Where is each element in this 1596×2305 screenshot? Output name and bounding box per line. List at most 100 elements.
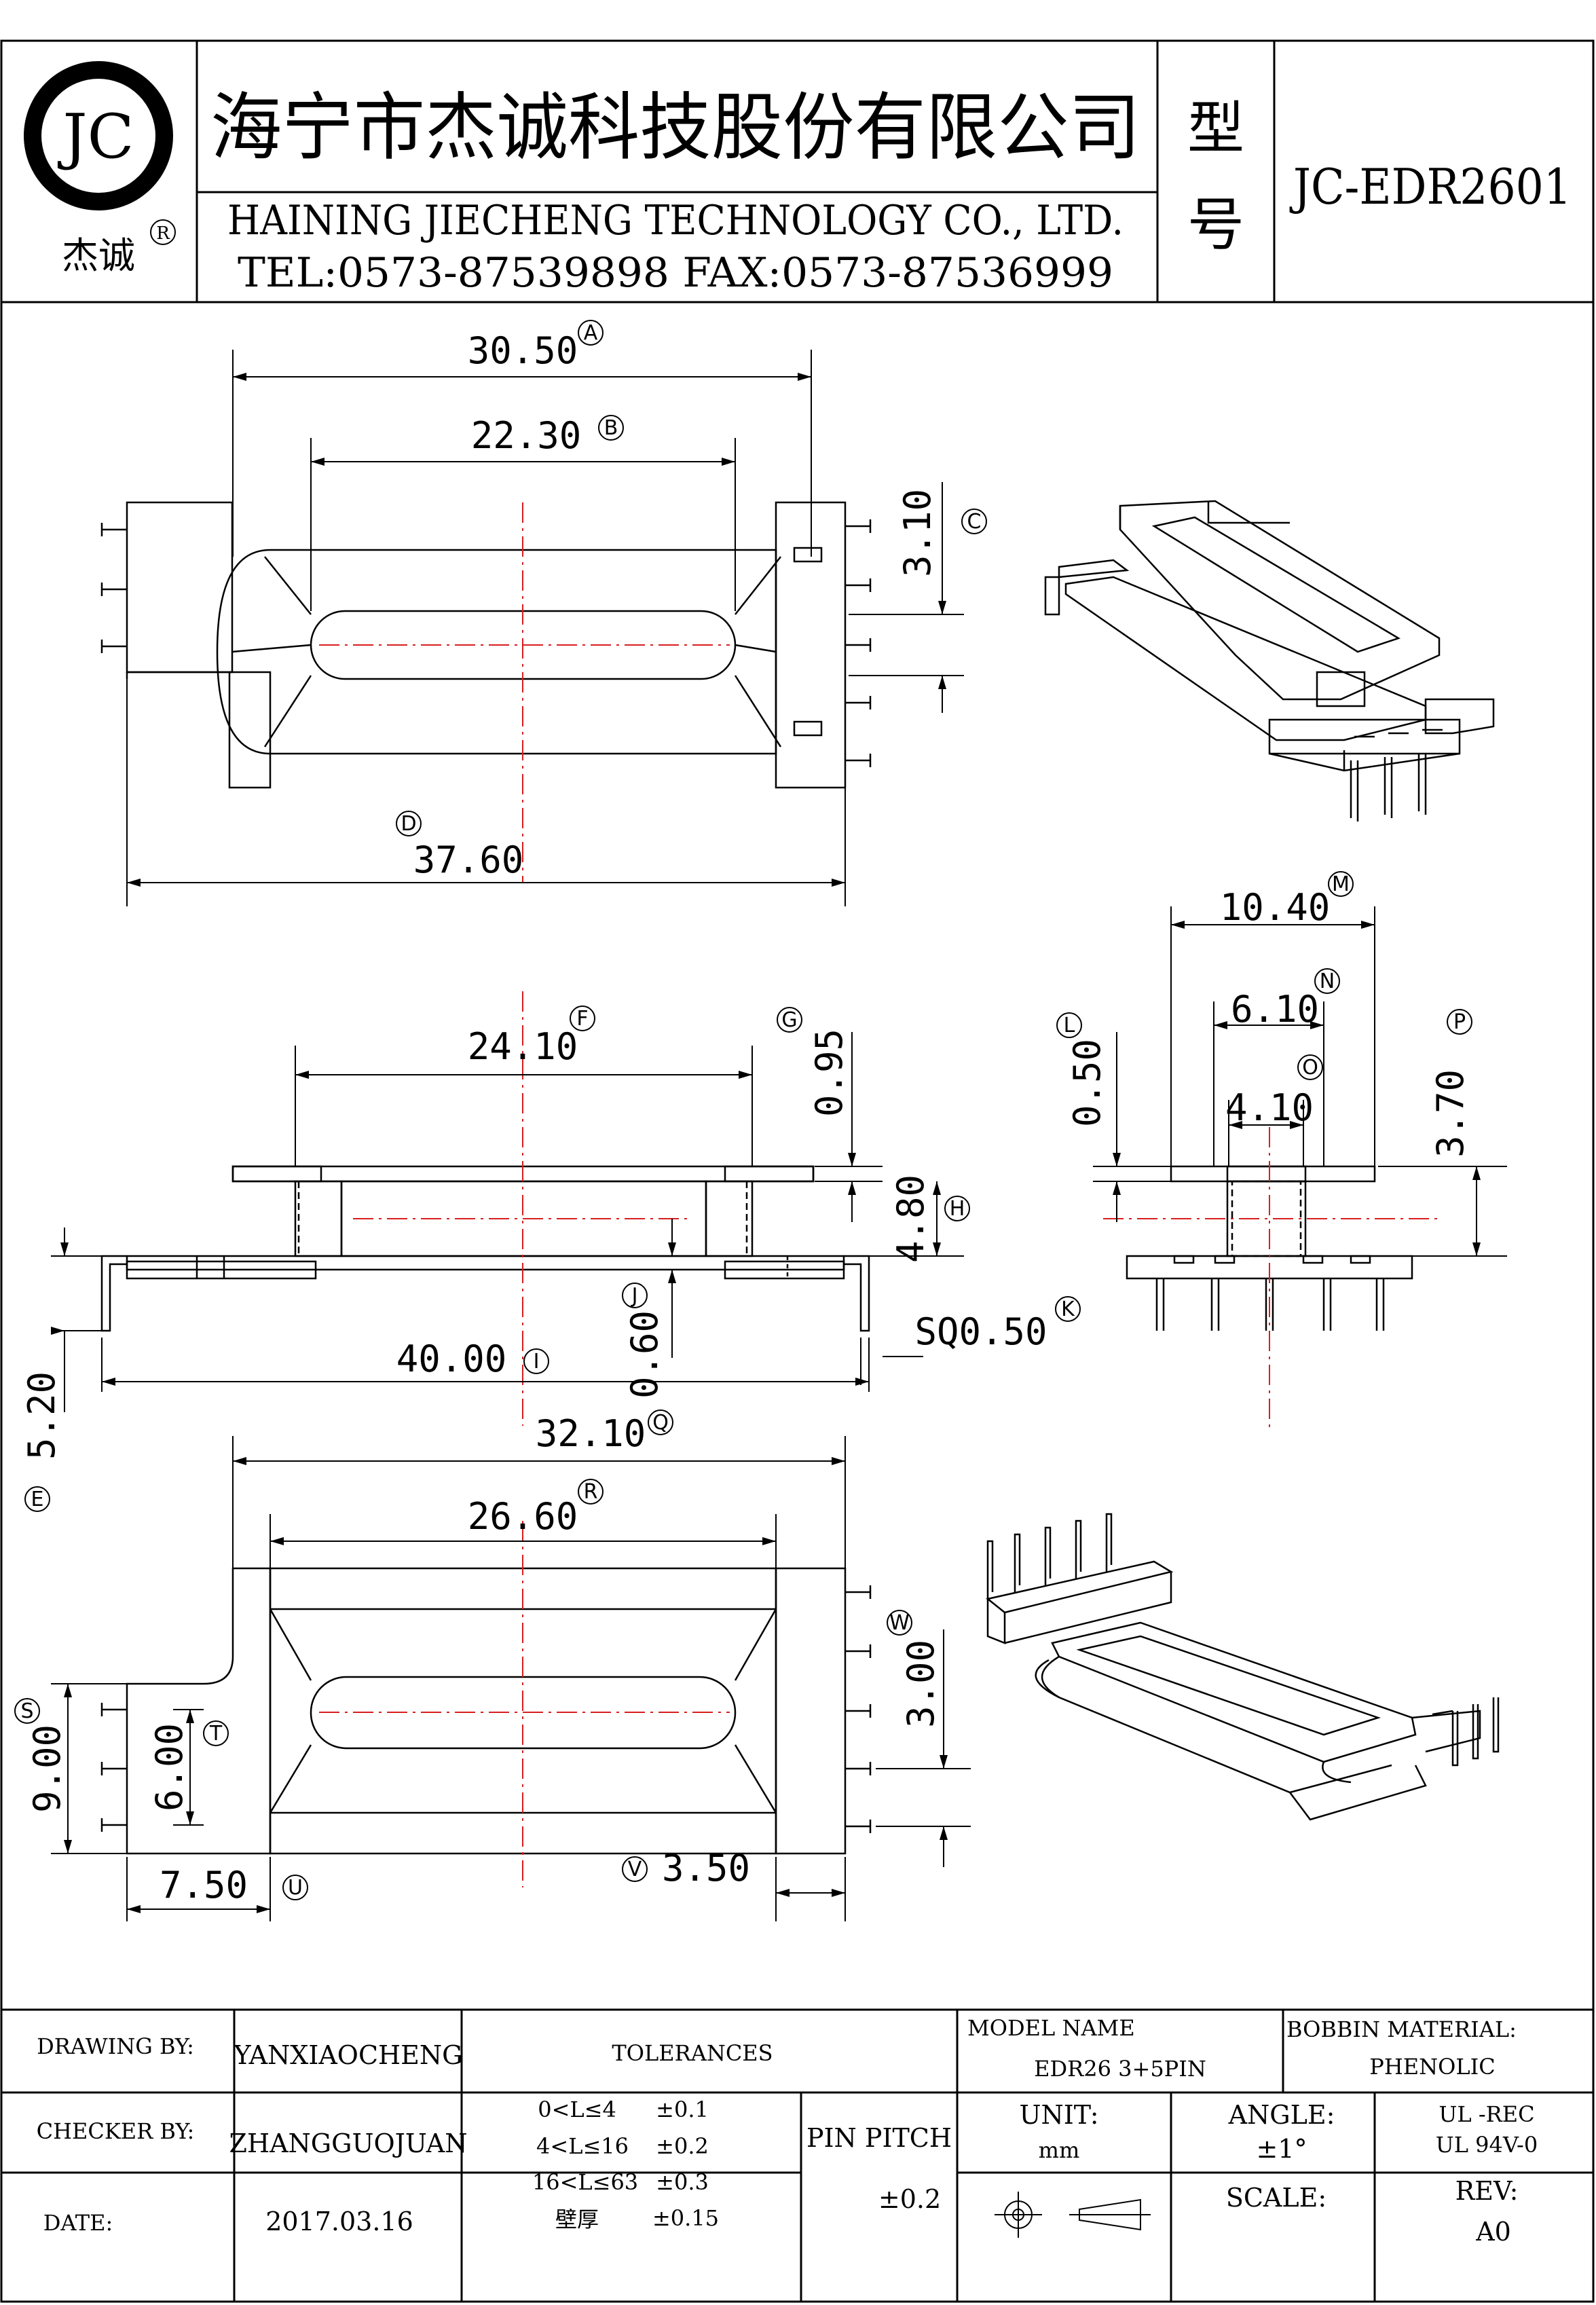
dim-L: 0.50	[1066, 1039, 1109, 1127]
angle-value: ±1°	[1256, 2134, 1307, 2164]
model-code: JC-EDR2601	[1289, 158, 1572, 215]
dim-H: 4.80	[889, 1175, 932, 1263]
callout-markers	[14, 320, 1472, 1900]
front-view-dimensions	[51, 1032, 964, 1412]
svg-text:U: U	[288, 1876, 303, 1900]
svg-text:I: I	[534, 1350, 540, 1373]
dim-K: SQ0.50	[914, 1310, 1047, 1353]
svg-text:E: E	[31, 1488, 44, 1511]
bottom-view	[100, 1567, 872, 1855]
dim-R: 26.60	[468, 1495, 578, 1538]
rev-value: A0	[1475, 2217, 1511, 2247]
iso-view-bottom	[986, 1513, 1500, 1821]
svg-text:T: T	[209, 1722, 223, 1746]
svg-text:N: N	[1320, 970, 1335, 993]
date-label: DATE:	[43, 2210, 113, 2236]
svg-text:H: H	[950, 1197, 965, 1221]
dim-Q: 32.10	[536, 1412, 646, 1455]
drawing-by-label: DRAWING BY:	[37, 2033, 194, 2059]
drawing-frame	[0, 39, 1595, 2303]
svg-text:K: K	[1061, 1297, 1075, 1321]
tol-range-3: 16<L≤63	[532, 2169, 638, 2195]
model-name-label: MODEL NAME	[967, 2015, 1135, 2041]
registered-icon	[150, 219, 176, 245]
projection-symbol-icon	[995, 2192, 1151, 2238]
top-view	[100, 501, 872, 789]
model-name-value: EDR26 3+5PIN	[1034, 2056, 1206, 2082]
drawing-by-value: YANXIAOCHENG	[233, 2040, 462, 2070]
tol-value-1: ±0.1	[656, 2097, 709, 2122]
date-value: 2017.03.16	[265, 2207, 413, 2236]
bottom-view-centerlines	[319, 1521, 730, 1887]
checker-by-label: CHECKER BY:	[37, 2118, 195, 2144]
svg-text:Q: Q	[652, 1411, 669, 1435]
unit-label: UNIT:	[1019, 2100, 1098, 2130]
dim-W: 3.00	[899, 1640, 942, 1728]
svg-text:L: L	[1064, 1014, 1075, 1037]
top-view-dimensions	[126, 350, 964, 906]
dim-C: 3.10	[896, 489, 939, 577]
side-view-dimensions	[1093, 906, 1507, 1257]
dim-I: 40.00	[396, 1338, 507, 1380]
company-name-cn: 海宁市杰诚科技股份有限公司	[210, 86, 1140, 170]
svg-text:W: W	[889, 1611, 910, 1635]
svg-text:F: F	[576, 1007, 588, 1031]
dim-U: 7.50	[160, 1864, 248, 1906]
dim-A: 30.50	[468, 329, 578, 372]
tol-range-2: 4<L≤16	[536, 2133, 629, 2159]
tol-range-4: 壁厚	[555, 2207, 599, 2232]
dim-S: 9.00	[26, 1725, 69, 1813]
tolerances-label: TOLERANCES	[612, 2040, 773, 2066]
company-logo: JC 杰诚 R	[24, 61, 176, 277]
pin-pitch-value: ±0.2	[878, 2184, 941, 2214]
logo-registered-mark: R	[156, 223, 170, 244]
tol-value-4: ±0.15	[652, 2205, 719, 2231]
front-view-centerlines	[353, 991, 692, 1426]
dim-T: 6.00	[148, 1723, 191, 1811]
svg-text:J: J	[631, 1284, 638, 1308]
dim-O: 4.10	[1225, 1086, 1314, 1129]
type-label-1: 型	[1187, 95, 1244, 162]
scale-label: SCALE:	[1226, 2183, 1326, 2213]
unit-value: mm	[1039, 2137, 1080, 2163]
iso-view-top	[1044, 500, 1495, 822]
svg-text:D: D	[401, 812, 416, 836]
type-label-2: 号	[1187, 191, 1244, 258]
dim-D: 37.60	[413, 838, 524, 881]
front-view	[100, 1165, 870, 1332]
ul-94v0: UL 94V-0	[1436, 2132, 1538, 2158]
dim-M: 10.40	[1220, 886, 1331, 929]
checker-by-value: ZHANGGUOJUAN	[229, 2128, 468, 2158]
svg-text:S: S	[20, 1699, 33, 1723]
logo-text: JC	[58, 101, 134, 172]
side-view-centerlines	[1103, 1127, 1443, 1433]
rev-label: REV:	[1455, 2176, 1519, 2206]
bobbin-material-value: PHENOLIC	[1369, 2054, 1495, 2080]
tol-range-1: 0<L≤4	[538, 2097, 616, 2122]
title-block	[1, 2008, 1593, 2302]
svg-text:M: M	[1332, 872, 1350, 896]
svg-text:C: C	[967, 510, 982, 534]
dim-N: 6.10	[1231, 988, 1319, 1031]
ul-rec: UL -REC	[1439, 2101, 1534, 2127]
svg-text:R: R	[584, 1480, 598, 1504]
callout-letters: A B C D F G H J K I Q E R M N O L P S T …	[20, 321, 1466, 1900]
svg-text:P: P	[1453, 1010, 1466, 1034]
svg-text:A: A	[584, 321, 598, 345]
dim-G: 0.95	[808, 1029, 851, 1117]
dim-J: 0.60	[623, 1310, 666, 1399]
dim-F: 24.10	[468, 1025, 578, 1068]
svg-text:V: V	[628, 1858, 642, 1881]
svg-text:O: O	[1302, 1056, 1318, 1080]
top-view-centerlines	[319, 502, 730, 883]
dim-B: 22.30	[471, 414, 582, 457]
pin-pitch-label: PIN PITCH	[806, 2123, 952, 2153]
tol-value-3: ±0.3	[656, 2169, 709, 2195]
svg-text:B: B	[604, 416, 618, 440]
company-contact: TEL:0573-87539898 FAX:0573-87536999	[238, 249, 1113, 297]
tol-value-2: ±0.2	[656, 2133, 709, 2159]
company-name-en: HAINING JIECHENG TECHNOLOGY CO., LTD.	[227, 197, 1124, 244]
svg-text:G: G	[781, 1008, 797, 1032]
dim-E: 5.20	[20, 1371, 63, 1460]
